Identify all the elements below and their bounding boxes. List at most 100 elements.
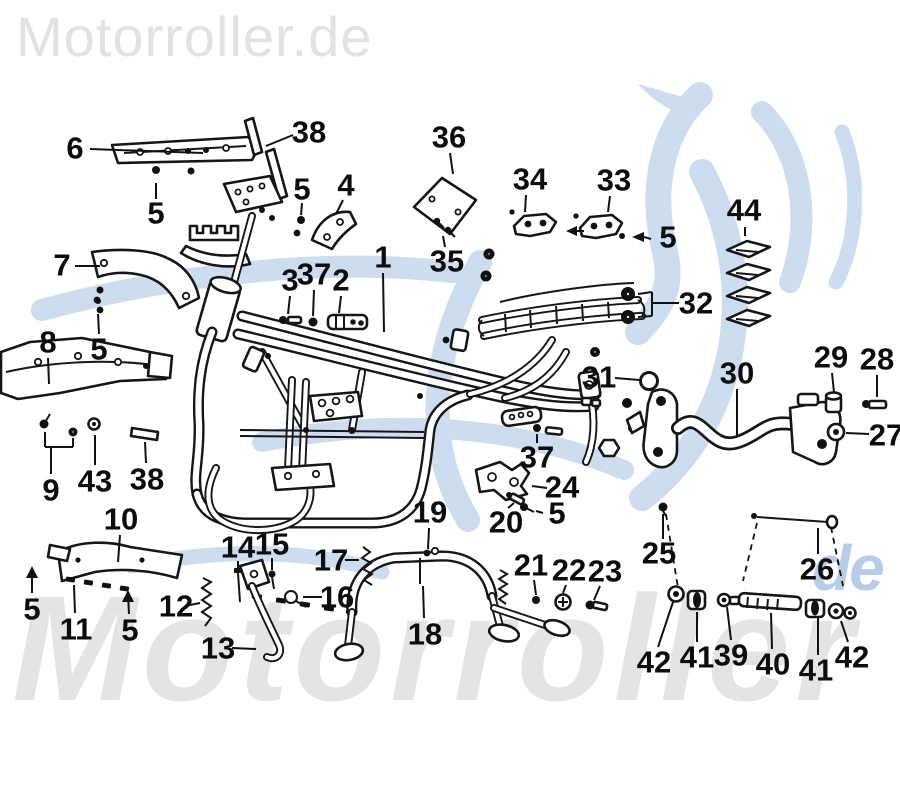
leader-line-11 — [73, 584, 76, 614]
bird-beak — [638, 84, 700, 116]
callout-39[interactable]: 39 — [714, 638, 748, 673]
callout-3[interactable]: 3 — [281, 263, 298, 298]
assembly-guide-line — [742, 522, 758, 582]
callout-2[interactable]: 2 — [332, 263, 349, 298]
part-plates-44 — [725, 239, 772, 328]
callout-42[interactable]: 42 — [835, 640, 869, 675]
leader-line-1 — [382, 272, 385, 333]
callout-10[interactable]: 10 — [104, 502, 138, 537]
part-steering-brackets — [179, 174, 284, 290]
part-spring-12 — [200, 577, 213, 627]
leader-line-18 — [422, 585, 425, 619]
callout-35[interactable]: 35 — [430, 244, 464, 279]
callout-5[interactable]: 5 — [90, 332, 107, 367]
leader-line-34 — [524, 194, 527, 213]
leader-line-5 — [643, 236, 652, 240]
callout-20[interactable]: 20 — [489, 505, 523, 540]
leader-line-10 — [117, 534, 121, 563]
callout-5[interactable]: 5 — [121, 613, 138, 648]
callout-8[interactable]: 8 — [39, 325, 56, 360]
callout-6[interactable]: 6 — [66, 131, 83, 166]
part-bracket-7 — [90, 248, 201, 310]
callout-38[interactable]: 38 — [292, 115, 326, 150]
callout-5[interactable]: 5 — [659, 220, 676, 255]
callout-5[interactable]: 5 — [23, 592, 40, 627]
bird-wing-1 — [751, 101, 813, 293]
part-hook-16 — [284, 590, 307, 608]
callout-9[interactable]: 9 — [42, 473, 59, 508]
part-pivot-19 — [423, 546, 440, 557]
callout-40[interactable]: 40 — [756, 647, 790, 682]
callout-34[interactable]: 34 — [513, 162, 548, 197]
callout-30[interactable]: 30 — [720, 356, 754, 391]
callout-23[interactable]: 23 — [588, 554, 622, 589]
callout-44[interactable]: 44 — [727, 193, 762, 228]
part-bolt-25 — [658, 502, 668, 517]
callout-43[interactable]: 43 — [78, 464, 112, 499]
fastener-5-dot — [96, 306, 104, 314]
callout-31[interactable]: 31 — [582, 360, 616, 395]
part-bracket-30 — [625, 388, 842, 469]
callout-37[interactable]: 37 — [297, 257, 331, 292]
swoosh-upper — [31, 255, 463, 321]
callout-14[interactable]: 14 — [221, 530, 256, 565]
callout-36[interactable]: 36 — [432, 120, 466, 155]
callout-5[interactable]: 5 — [293, 172, 310, 207]
callout-41[interactable]: 41 — [799, 653, 833, 688]
callout-22[interactable]: 22 — [552, 553, 586, 588]
callout-5[interactable]: 5 — [147, 196, 164, 231]
callout-24[interactable]: 24 — [545, 470, 580, 505]
callout-18[interactable]: 18 — [408, 617, 442, 652]
callout-41[interactable]: 41 — [680, 640, 714, 675]
callout-5[interactable]: 5 — [548, 496, 565, 531]
leader-line-8 — [47, 357, 50, 385]
bird-wing-2 — [828, 124, 863, 290]
leader-line-21 — [533, 579, 537, 596]
swoosh-diagonal — [425, 250, 492, 532]
leader-arrowhead — [632, 232, 644, 242]
leader-line-40 — [770, 612, 773, 650]
leader-line-29 — [831, 372, 835, 393]
leader-line-42 — [657, 601, 674, 648]
callout-12[interactable]: 12 — [159, 589, 193, 624]
leader-line-38 — [144, 441, 147, 464]
leader-arrowhead — [26, 566, 38, 578]
callout-13[interactable]: 13 — [201, 631, 235, 666]
callout-42[interactable]: 42 — [637, 645, 671, 680]
leader-arrowhead — [122, 590, 134, 602]
callout-26[interactable]: 26 — [800, 552, 834, 587]
leader-line-5 — [97, 313, 100, 335]
callout-21[interactable]: 21 — [514, 548, 548, 583]
callout-7[interactable]: 7 — [53, 248, 70, 283]
callout-16[interactable]: 16 — [320, 580, 354, 615]
part-screws-35 — [433, 217, 456, 238]
callout-1[interactable]: 1 — [374, 240, 391, 275]
callout-17[interactable]: 17 — [314, 543, 348, 578]
callout-11[interactable]: 11 — [60, 612, 93, 647]
part-strut-6 — [110, 135, 261, 175]
leader-line-42 — [840, 620, 849, 643]
callout-28[interactable]: 28 — [860, 342, 894, 377]
callout-37[interactable]: 37 — [520, 440, 554, 475]
leader-line-19 — [427, 527, 430, 550]
part-fasteners-9-43-38 — [39, 413, 160, 442]
callout-32[interactable]: 32 — [679, 286, 713, 321]
callout-38[interactable]: 38 — [130, 462, 164, 497]
part-head-tube — [195, 275, 242, 343]
callout-19[interactable]: 19 — [413, 495, 447, 530]
leader-line-38 — [265, 134, 294, 147]
swoosh-middle — [252, 417, 634, 480]
callout-29[interactable]: 29 — [814, 340, 848, 375]
callout-33[interactable]: 33 — [597, 163, 631, 198]
callout-4[interactable]: 4 — [337, 168, 355, 203]
leader-line-13 — [231, 647, 257, 650]
callout-15[interactable]: 15 — [255, 527, 289, 562]
callout-27[interactable]: 27 — [869, 418, 900, 453]
leader-line-39 — [726, 606, 732, 641]
diagram-parts — [0, 116, 888, 663]
leader-line-32 — [637, 315, 653, 318]
assembly-guide-line — [665, 513, 679, 589]
leader-line-4 — [335, 199, 344, 215]
leader-line-27 — [845, 432, 870, 435]
